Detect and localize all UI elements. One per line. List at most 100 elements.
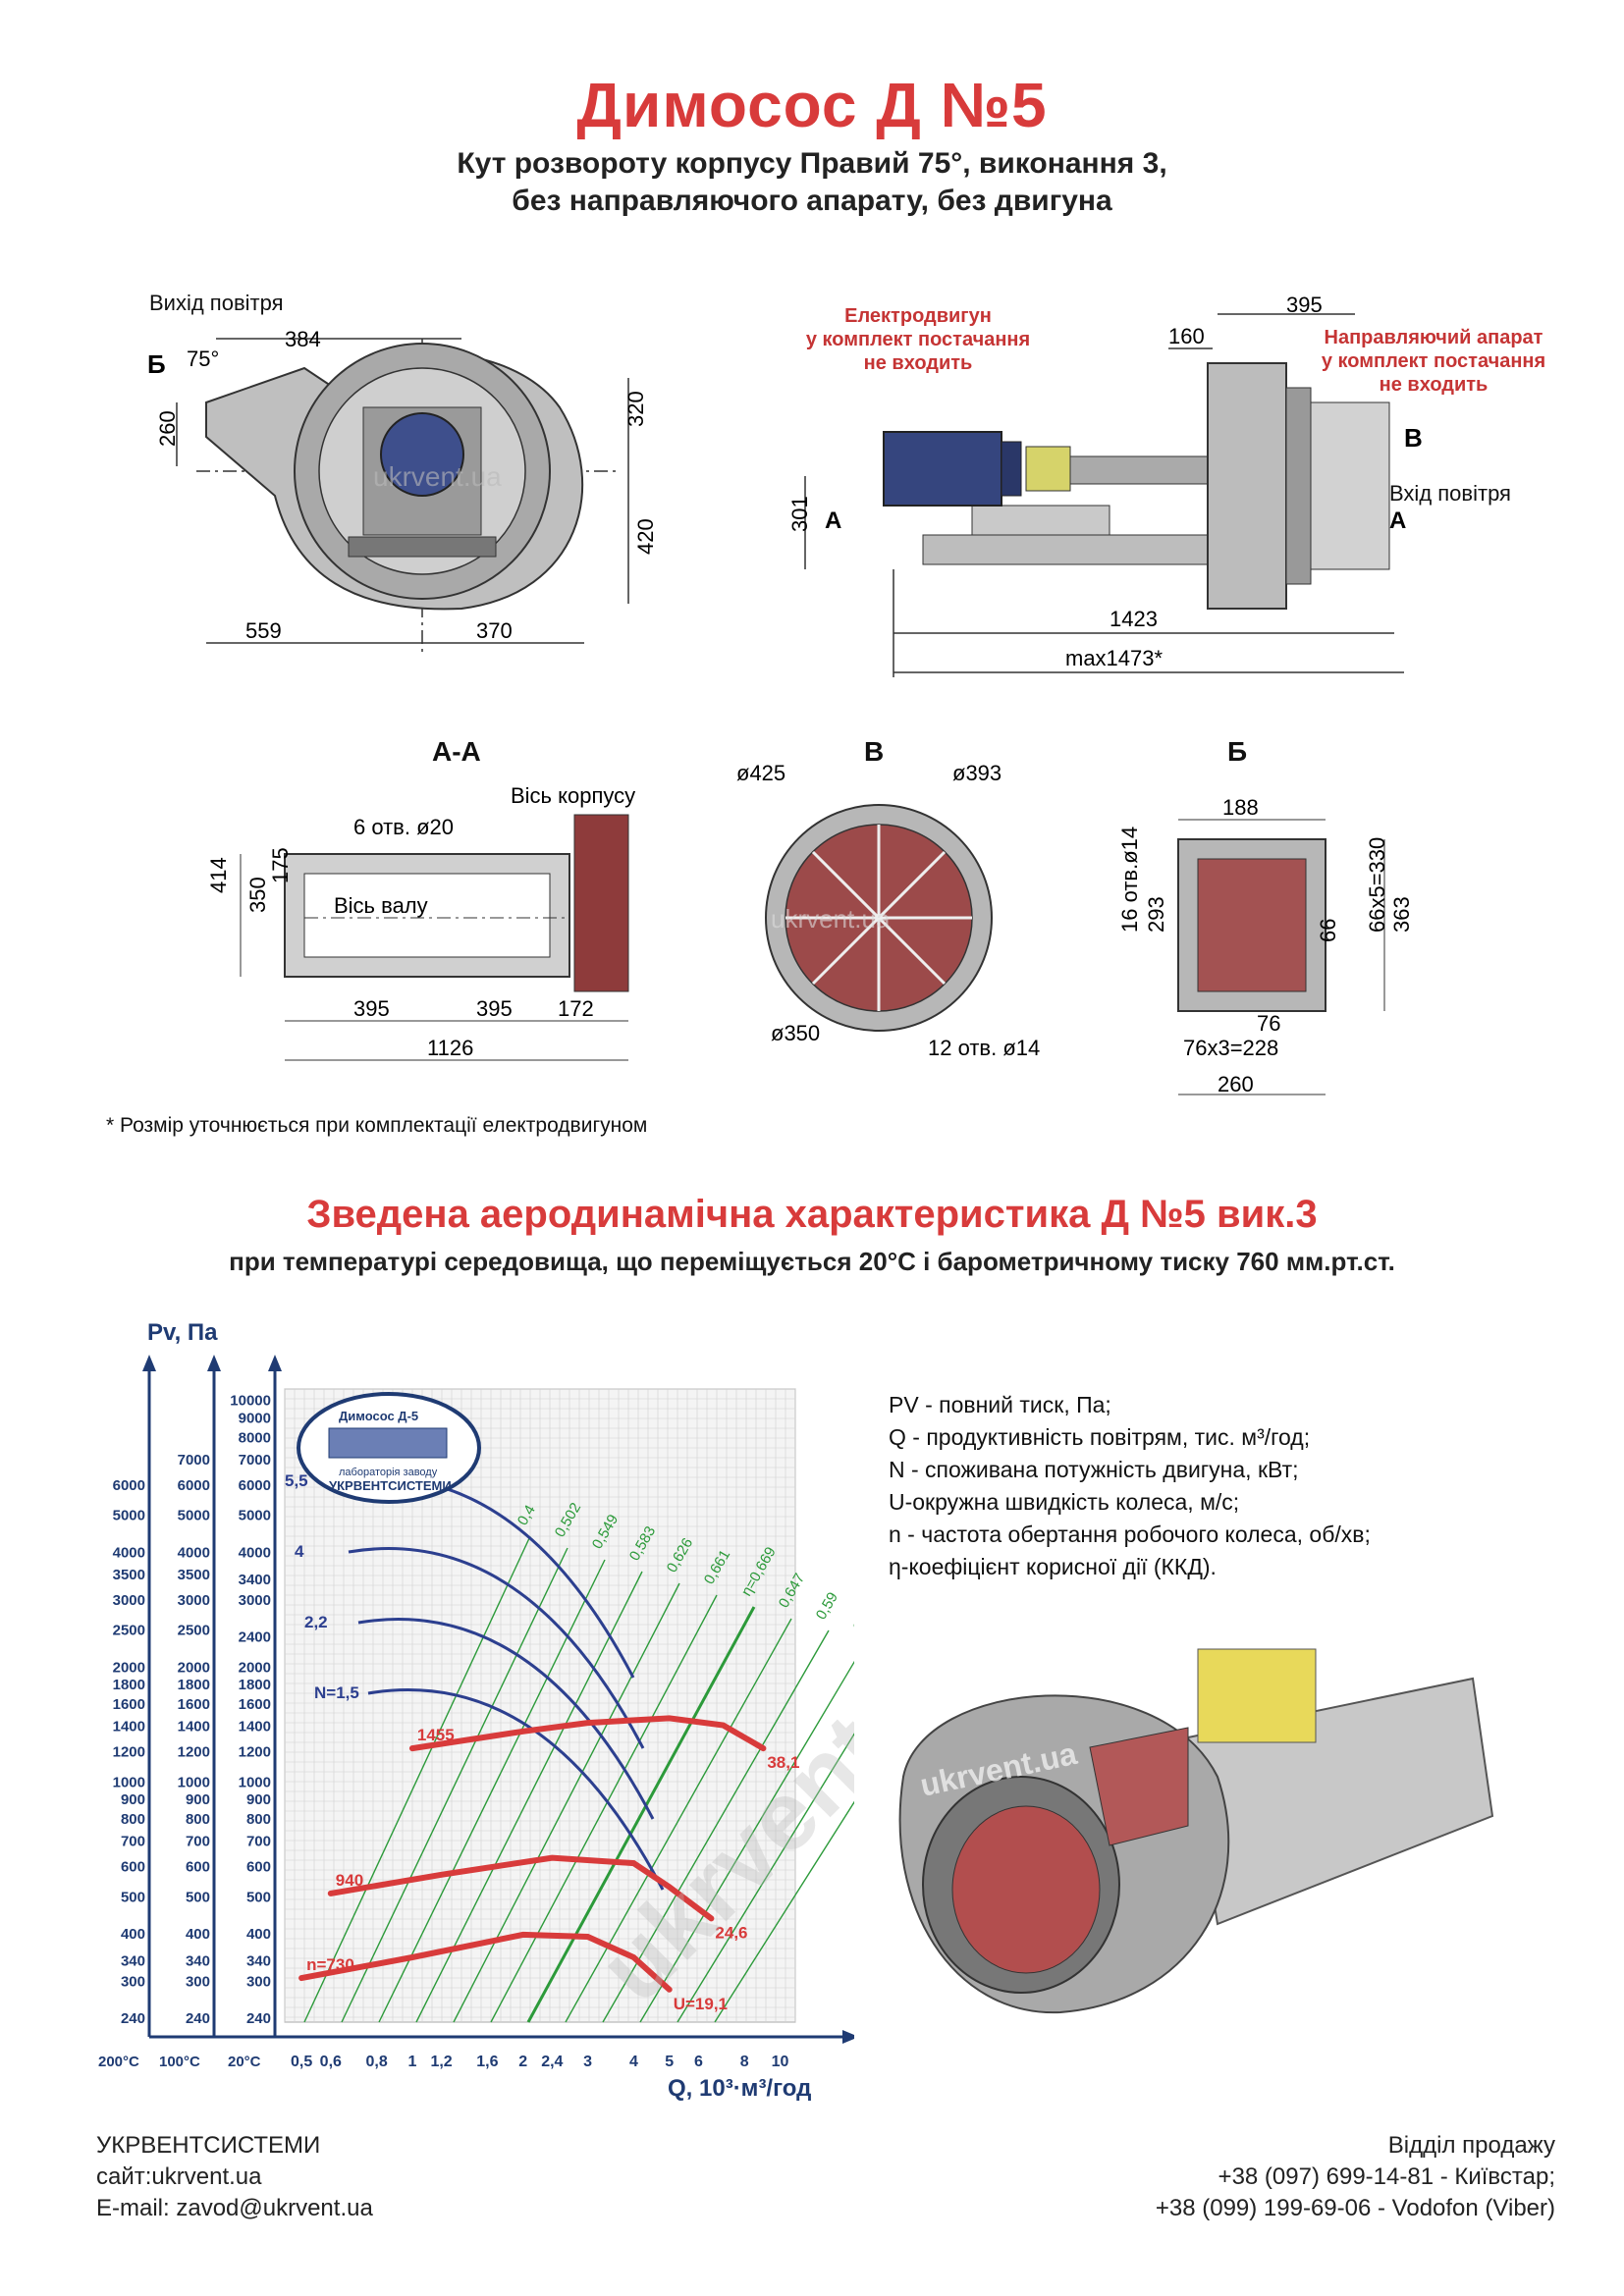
- y-tick-label: 1400: [239, 1719, 271, 1735]
- side-dim-length: 1423: [1110, 607, 1158, 631]
- y-tick-label: 2500: [113, 1623, 145, 1639]
- y-tick-label: 2000: [178, 1659, 210, 1676]
- inlet-label: Вхід повітря: [1389, 481, 1511, 506]
- y-tick-label: 10000: [230, 1393, 271, 1410]
- aa-axis-shaft: Вісь валу: [334, 893, 428, 918]
- footer-email[interactable]: E-mail: zavod@ukrvent.ua: [96, 2195, 373, 2221]
- aa-dim-w1: 395: [353, 996, 390, 1021]
- footer-left: УКРВЕНТСИСТЕМИ сайт:ukrvent.ua E-mail: z…: [96, 2130, 373, 2224]
- y-tick-label: 300: [246, 1974, 271, 1991]
- efficiency-line: [639, 1660, 854, 2023]
- y-tick-label: 800: [186, 1811, 210, 1828]
- y-tick-label: 3000: [239, 1592, 271, 1609]
- efficiency-line: [565, 1618, 792, 2023]
- section-aa-title: А-А: [432, 736, 481, 767]
- legend-pv: PV - повний тиск, Па;: [889, 1392, 1111, 1417]
- aa-dim-h3: 175: [268, 847, 293, 883]
- aa-dim-w2: 395: [476, 996, 513, 1021]
- y-tick-label: 1000: [239, 1774, 271, 1790]
- legend-u: U-окружна швидкість колеса, м/с;: [889, 1489, 1240, 1515]
- x-temp-label: 20°C: [228, 2054, 261, 2070]
- y-tick-label: 5000: [239, 1508, 271, 1524]
- pressure-curve: [408, 1715, 767, 1752]
- x-tick-label: 10: [772, 2054, 789, 2070]
- b-dim-top: 188: [1222, 795, 1259, 820]
- front-dim-left: 260: [155, 410, 180, 447]
- y-tick-label: 6000: [239, 1477, 271, 1494]
- footer-site[interactable]: сайт:ukrvent.ua: [96, 2163, 262, 2190]
- y-tick-label: 2500: [178, 1623, 210, 1639]
- y-tick-label: 400: [121, 1926, 145, 1943]
- y-tick-label: 5000: [113, 1508, 145, 1524]
- chart-legend: PV - повний тиск, Па; Q - продуктивність…: [889, 1389, 1371, 1583]
- y-tick-label: 8000: [239, 1429, 271, 1446]
- motor-note: Електродвигун у комплект постачання не в…: [805, 305, 1031, 374]
- y-tick-label: 1800: [239, 1677, 271, 1693]
- y-tick-label: 1400: [178, 1719, 210, 1735]
- power-label: 4: [295, 1542, 304, 1561]
- b-dim-step-v: 66: [1316, 919, 1340, 942]
- aa-dim-total: 1126: [427, 1036, 473, 1060]
- y-tick-label: 3400: [239, 1572, 271, 1588]
- side-mark-b: В: [1404, 423, 1423, 453]
- legend-n: N - споживана потужність двигуна, кВт;: [889, 1457, 1299, 1482]
- efficiency-line: [526, 1606, 756, 2023]
- efficiency-line: [602, 1629, 830, 2023]
- x-tick-label: 5: [665, 2054, 674, 2070]
- v-d2: ø393: [952, 761, 1001, 785]
- y-tick-label: 4000: [113, 1544, 145, 1561]
- y-tick-label: 1600: [178, 1696, 210, 1713]
- x-tick-label: 8: [740, 2054, 749, 2070]
- x-tick-label: 1,6: [476, 2054, 498, 2070]
- section-aa-drawing: 414 350 175 395 395 172 1126 Вісь валу 6…: [206, 783, 635, 1061]
- y-tick-label: 7000: [178, 1452, 210, 1468]
- y-tick-label: 3500: [178, 1567, 210, 1583]
- page-subtitle-1: Кут розвороту корпусу Правий 75°, викона…: [457, 147, 1167, 180]
- footer-phone2[interactable]: +38 (099) 199-69-06 - Vodofon (Viber): [1155, 2195, 1555, 2221]
- y-tick-label: 1800: [113, 1677, 145, 1693]
- y-tick-label: 500: [121, 1889, 145, 1905]
- x-tick-label: 0,5: [291, 2054, 312, 2070]
- footer-phone1[interactable]: +38 (097) 699-14-81 - Київстар;: [1218, 2163, 1555, 2190]
- y-tick-label: 1200: [239, 1744, 271, 1761]
- aa-axis-body: Вісь корпусу: [511, 783, 635, 808]
- logo-line3: УКРВЕНТСИСТЕМИ: [329, 1478, 452, 1493]
- aa-holes: 6 отв. ø20: [353, 815, 454, 839]
- x-tick-label: 0,6: [320, 2054, 342, 2070]
- y-tick-label: 5000: [178, 1508, 210, 1524]
- footer-company: УКРВЕНТСИСТЕМИ: [96, 2132, 321, 2159]
- y-tick-label: 500: [186, 1889, 210, 1905]
- y-tick-label: 700: [186, 1834, 210, 1850]
- y-tick-label: 800: [246, 1811, 271, 1828]
- v-d3: ø350: [771, 1021, 820, 1045]
- y-tick-label: 400: [186, 1926, 210, 1943]
- footer-sales: Відділ продажу: [1387, 2132, 1555, 2159]
- efficiency-line: [303, 1535, 531, 2023]
- side-view-drawing: 395 160 301 1423 max1473* А В А: [787, 293, 1423, 677]
- page-title: Димосос Д №5: [576, 70, 1048, 140]
- outlet-label: Вихід повітря: [149, 291, 284, 315]
- y-tick-label: 4000: [178, 1544, 210, 1561]
- side-mark-a-left: А: [825, 507, 841, 534]
- x-tick-label: 2,4: [541, 2054, 563, 2070]
- front-watermark: ukrvent.ua: [373, 461, 502, 492]
- b-dim-pitch-h: 76x3=228: [1183, 1036, 1278, 1060]
- efficiency-line: [714, 1800, 854, 2023]
- section-v-drawing: ø425 ø393 ø350 12 отв. ø14 ukrvent.ua: [736, 761, 1040, 1060]
- y-tick-label: 9000: [239, 1410, 271, 1426]
- y-tick-label: 7000: [239, 1452, 271, 1468]
- b-holes: 16 отв.ø14: [1117, 827, 1142, 933]
- footer-right: Відділ продажу +38 (097) 699-14-81 - Киї…: [1156, 2130, 1555, 2224]
- side-dim-top2: 160: [1168, 324, 1205, 348]
- x-tick-label: 3: [583, 2054, 592, 2070]
- b-dim-h1: 293: [1144, 896, 1168, 933]
- y-tick-label: 500: [246, 1889, 271, 1905]
- power-label: 2,2: [304, 1613, 328, 1631]
- y-tick-label: 2000: [239, 1659, 271, 1676]
- curve-rpm-label: 940: [336, 1871, 363, 1890]
- b-dim-step-h: 76: [1257, 1011, 1280, 1036]
- y-tick-label: 3000: [178, 1592, 210, 1609]
- y-tick-label: 1000: [113, 1774, 145, 1790]
- y-tick-label: 2400: [239, 1629, 271, 1646]
